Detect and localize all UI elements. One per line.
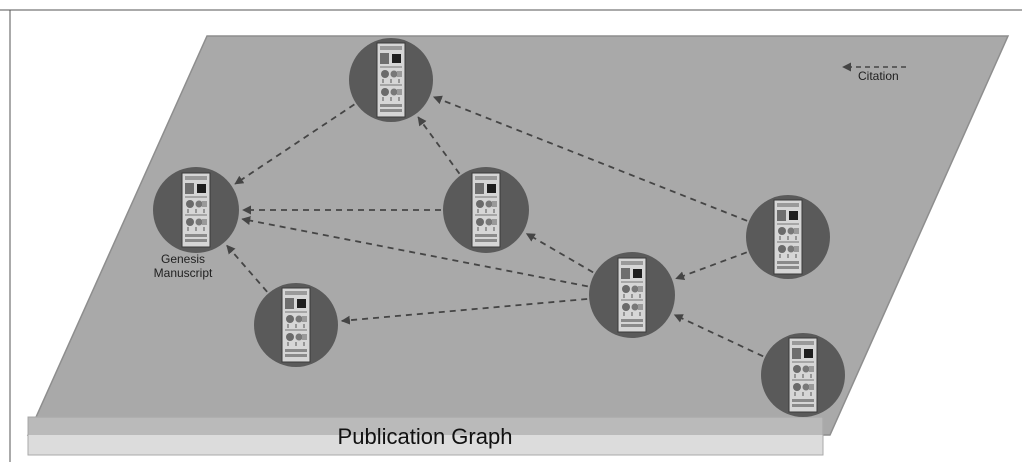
- legend: Citation: [842, 62, 906, 83]
- citation-edge: [432, 95, 748, 222]
- citation-edge: [673, 314, 764, 358]
- diagram-title: Publication Graph: [338, 424, 513, 449]
- document-icon: [788, 337, 818, 413]
- citation-edge: [525, 232, 594, 274]
- document-icon: [471, 172, 501, 248]
- citation-edge: [234, 103, 355, 185]
- publication-node[interactable]: [349, 38, 433, 122]
- publication-node[interactable]: [589, 252, 675, 338]
- citation-edges: [226, 95, 764, 358]
- publication-node[interactable]: [443, 167, 529, 253]
- publication-node[interactable]: [761, 333, 845, 417]
- citation-edge: [340, 298, 588, 325]
- node-label-line: Manuscript: [154, 266, 213, 280]
- citation-edge: [675, 251, 748, 281]
- graph-base-bar-shade: [28, 417, 823, 435]
- document-icon: [376, 42, 406, 118]
- publication-node[interactable]: [746, 195, 830, 279]
- publication-node[interactable]: [153, 167, 239, 253]
- node-label-line: Genesis: [161, 252, 205, 266]
- document-icon: [181, 172, 211, 248]
- document-icon: [617, 257, 647, 333]
- citation-edge: [241, 216, 589, 288]
- document-icon: [773, 199, 803, 275]
- publication-nodes: [153, 38, 845, 417]
- legend-citation-label: Citation: [858, 69, 899, 83]
- publication-node[interactable]: [254, 283, 338, 367]
- document-icon: [281, 287, 311, 363]
- citation-edge: [417, 116, 461, 175]
